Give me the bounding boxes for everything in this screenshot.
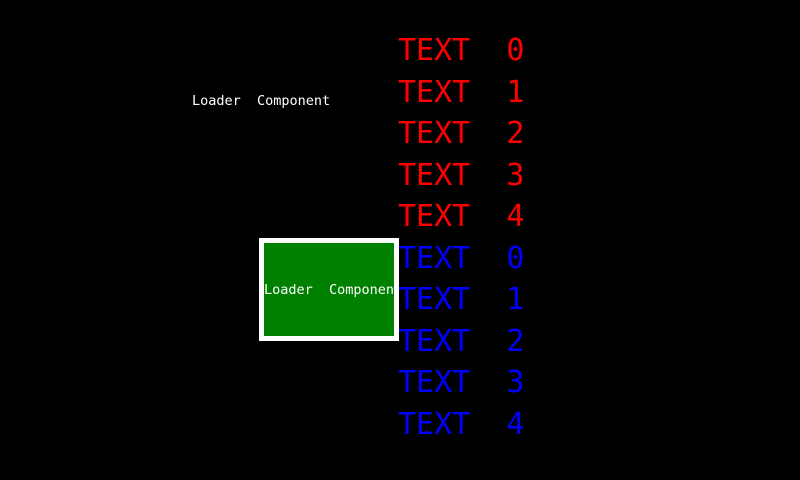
loader-component-box[interactable]: Loader Component [259,238,399,341]
text-row: TEXT 1 [398,282,525,317]
text-row: TEXT 0 [398,240,525,276]
text-row: TEXT 1 [398,74,525,110]
text-row-list: TEXT 0 TEXT 1 TEXT 2 TEXT 3 TEXT 4 TEXT … [398,30,658,445]
loader-component-label-top: Loader Component [192,93,331,109]
text-row: TEXT 0 [398,33,525,68]
text-row: TEXT 3 [398,157,525,193]
loader-component-box-clip: Loader Component [264,243,394,336]
loader-component-box-label: Loader Component [264,281,394,298]
text-row: TEXT 3 [398,365,525,400]
text-row: TEXT 4 [398,406,525,442]
text-row: TEXT 2 [398,323,525,359]
text-row: TEXT 2 [398,116,525,151]
text-row: TEXT 4 [398,199,525,234]
